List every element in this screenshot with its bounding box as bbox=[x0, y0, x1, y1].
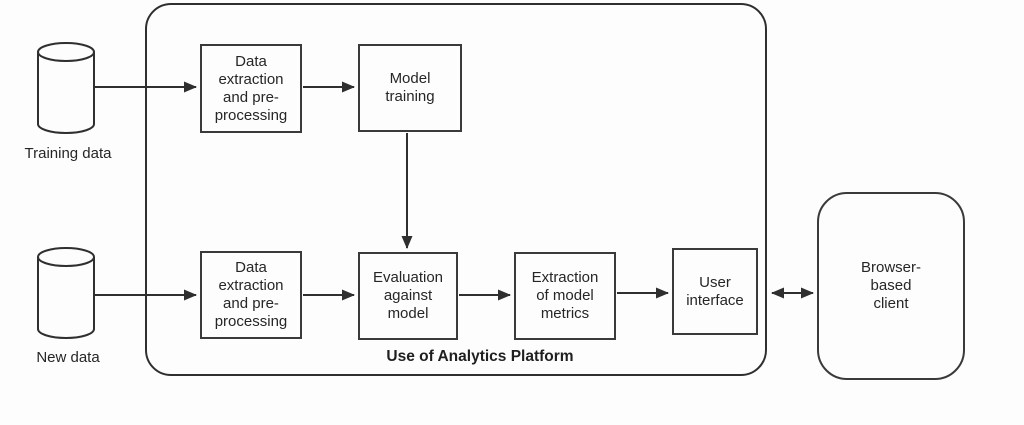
node-data-extraction-new: Data extraction and pre- processing bbox=[200, 251, 302, 339]
new-data-cylinder-icon bbox=[37, 247, 95, 339]
platform-title: Use of Analytics Platform bbox=[386, 348, 574, 365]
node-browser-based-client: Browser- based client bbox=[817, 192, 965, 380]
training-data-label: Training data bbox=[24, 145, 112, 162]
node-evaluation-against-model: Evaluation against model bbox=[358, 252, 458, 340]
node-extraction-of-model-metrics: Extraction of model metrics bbox=[514, 252, 616, 340]
node-model-training: Model training bbox=[358, 44, 462, 132]
training-data-cylinder-icon bbox=[37, 42, 95, 134]
node-data-extraction-training: Data extraction and pre- processing bbox=[200, 44, 302, 133]
analytics-platform-container bbox=[145, 3, 767, 376]
new-data-label: New data bbox=[36, 349, 100, 366]
node-user-interface: User interface bbox=[672, 248, 758, 335]
